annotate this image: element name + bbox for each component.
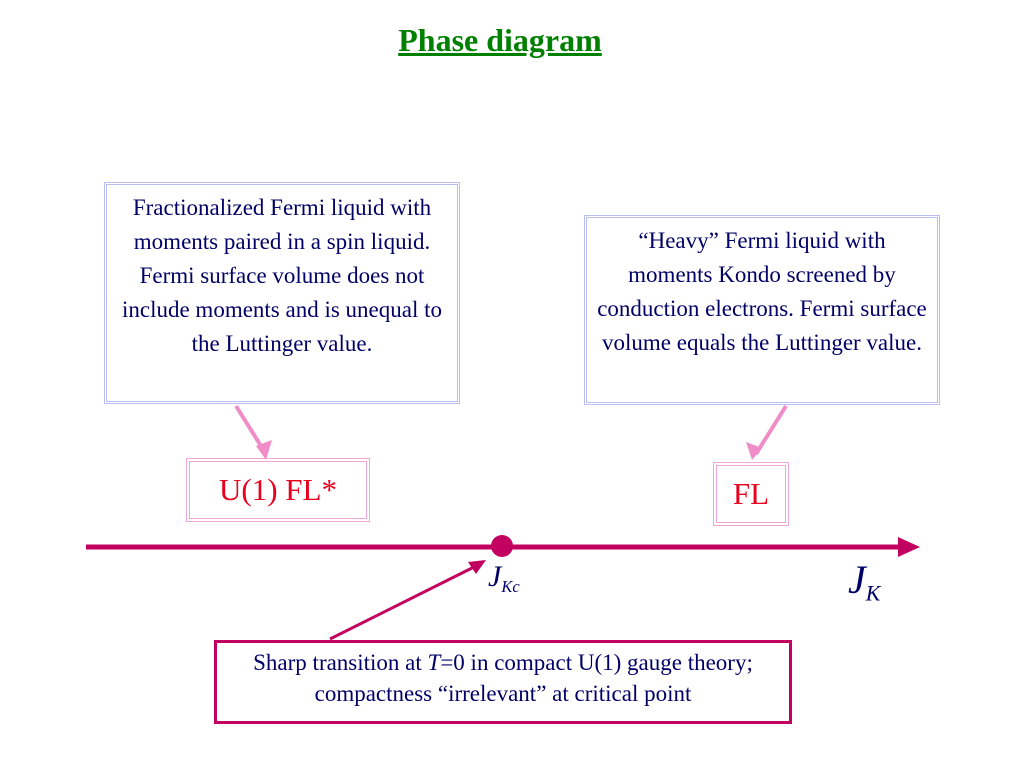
- critical-coupling-label: JKc: [488, 560, 520, 597]
- transition-note-variable: T: [427, 650, 441, 675]
- fl-description-text: “Heavy” Fermi liquid with moments Kondo …: [597, 228, 927, 355]
- fl-star-description-box: Fractionalized Fermi liquid with moments…: [104, 182, 460, 404]
- critical-coupling-subscript: Kc: [501, 576, 520, 596]
- fl-phase-label: FL: [713, 462, 789, 526]
- fl-phase-text: FL: [732, 476, 770, 511]
- critical-coupling-symbol: J: [488, 560, 502, 593]
- fl-description-box: “Heavy” Fermi liquid with moments Kondo …: [584, 215, 940, 405]
- fl-star-phase-text: U(1) FL*: [219, 472, 337, 507]
- coupling-axis-arrowhead: [898, 537, 920, 557]
- axis-label-subscript: K: [865, 580, 881, 606]
- page-title: Phase diagram: [398, 22, 602, 58]
- transition-note-arrowhead: [468, 560, 486, 574]
- transition-note-prefix: Sharp transition at: [253, 650, 428, 675]
- axis-label: JK: [848, 556, 880, 607]
- fl-star-description-text: Fractionalized Fermi liquid with moments…: [121, 195, 443, 356]
- fl-pointer-arrowhead: [746, 442, 762, 460]
- transition-note-box: Sharp transition at T=0 in compact U(1) …: [214, 640, 792, 724]
- transition-note-arrow: [329, 564, 477, 641]
- fl-star-pointer-arrowhead: [256, 440, 272, 460]
- fl-pointer-arrow: [754, 404, 788, 456]
- fl-star-phase-label: U(1) FL*: [186, 458, 370, 522]
- transition-note-suffix: =0 in compact U(1) gauge theory; compact…: [314, 650, 753, 706]
- critical-point: [491, 535, 513, 557]
- axis-label-symbol: J: [848, 557, 866, 602]
